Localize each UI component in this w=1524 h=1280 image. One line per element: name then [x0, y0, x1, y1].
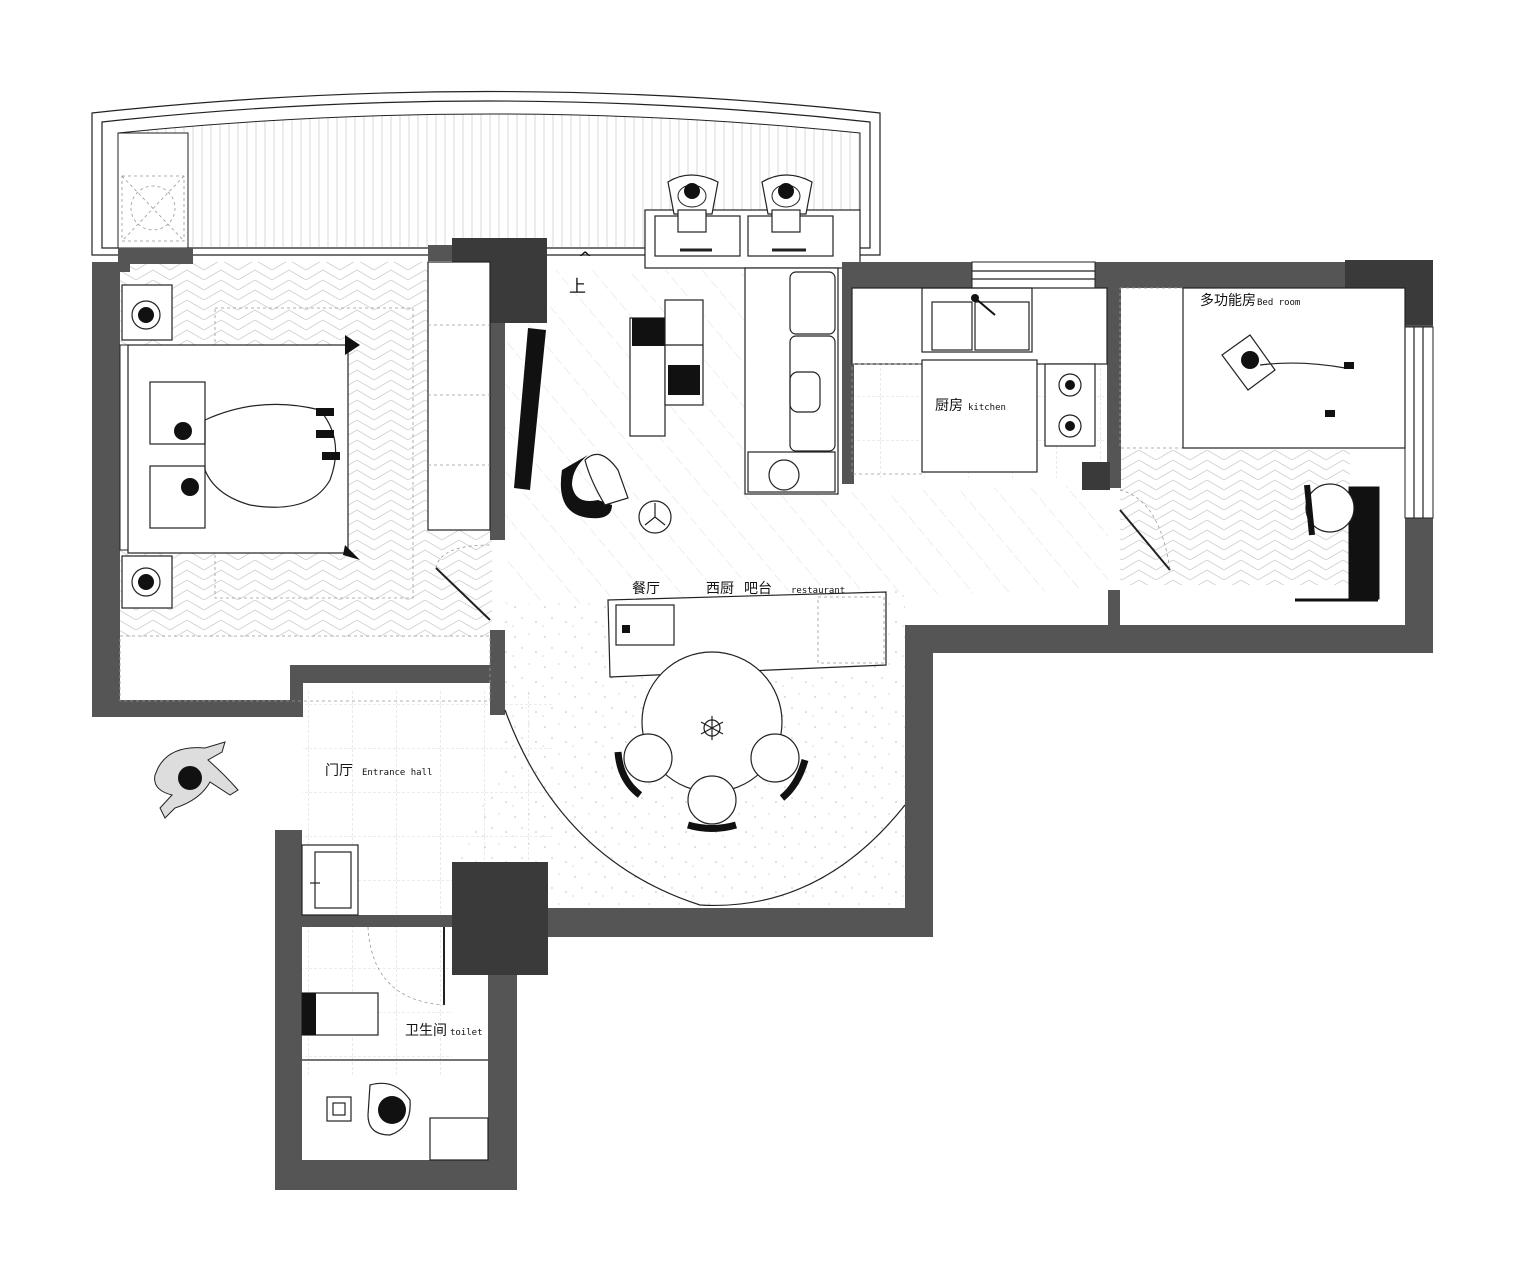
lounge-chair	[560, 453, 629, 519]
nightstand-bottom	[121, 555, 173, 609]
multi-room-door	[1119, 489, 1171, 571]
double-bed	[127, 335, 360, 560]
toilet-door	[367, 926, 445, 1006]
toilet-seat	[301, 992, 379, 1036]
shower-drain-icon	[326, 1096, 352, 1122]
master-bedroom	[119, 261, 491, 702]
kitchen: 厨房 kitchen	[851, 287, 1108, 475]
person-at-desk-2	[761, 174, 813, 233]
entrance-label-zh: 门厅	[325, 763, 353, 779]
column-kitchen	[1082, 462, 1110, 490]
dining-label-zh1: 餐厅	[632, 581, 660, 597]
coffee-table	[629, 299, 704, 437]
bar-counter	[607, 591, 887, 678]
bedroom-door	[435, 544, 491, 621]
visitor-person	[154, 741, 239, 819]
sleeping-person	[1221, 334, 1354, 417]
column-bottom	[452, 862, 548, 975]
dining-curve	[504, 709, 906, 907]
toilet-label-zh: 卫生间	[405, 1023, 447, 1039]
shower-person	[367, 1082, 411, 1136]
multi-room-label-zh: 多功能房	[1200, 292, 1256, 309]
sofa	[744, 267, 839, 495]
entrance-label-en: Entrance hall	[362, 768, 432, 778]
stairs-up-label: 上	[569, 277, 586, 297]
entrance-hall: 门厅 Entrance hall	[154, 741, 432, 819]
dining-label-zh3: 吧台	[744, 581, 772, 597]
toilet-room: 卫生间 toilet	[301, 844, 489, 1161]
dining-label-en: restaurant	[791, 586, 845, 596]
desk-and-chair	[1295, 483, 1380, 602]
double-sink	[931, 294, 1030, 351]
person-at-desk-1	[667, 174, 719, 233]
cooktop	[1044, 363, 1096, 447]
multi-function-room: 多功能房 Bed room	[1119, 287, 1406, 602]
multi-room-label-en: Bed room	[1257, 298, 1300, 308]
living-area: ^ 上	[514, 249, 839, 534]
dining-chair-left	[614, 733, 673, 798]
study-desk	[644, 209, 861, 269]
dining-table	[641, 651, 783, 793]
dining-chair-right	[750, 733, 809, 801]
wash-basin	[301, 844, 359, 916]
tv-wall-panel	[514, 328, 546, 490]
balcony	[91, 90, 881, 269]
dining-chair-bottom	[687, 775, 737, 832]
wardrobe	[427, 261, 491, 531]
dining-label-zh2: 西厨	[706, 581, 734, 597]
up-arrow-icon: ^	[578, 249, 592, 269]
kitchen-label-zh: 厨房	[935, 398, 963, 414]
dining-area: 餐厅 西厨 吧台 restaurant	[504, 581, 906, 907]
flower-icon	[700, 716, 724, 740]
toilet-label-en: toilet	[450, 1028, 483, 1038]
entrance-floor	[302, 690, 552, 860]
nightstand-top	[121, 284, 173, 341]
kitchen-label-en: kitchen	[968, 403, 1006, 413]
balcony-drain-box	[121, 175, 185, 242]
floor-lamp	[638, 500, 672, 534]
walls	[92, 238, 1433, 1190]
